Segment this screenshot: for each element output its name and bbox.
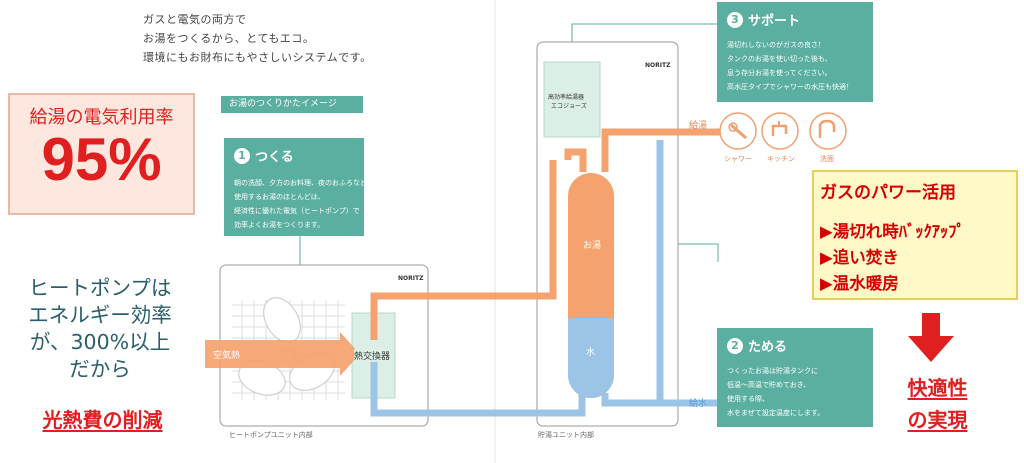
rate-label: 給湯の電気利用率: [29, 107, 174, 128]
step3-title: 3 サポート: [727, 10, 800, 29]
tank-cold-water: [568, 318, 614, 398]
gas-item-backup: ▶湯切れ時ﾊﾞｯｸｱｯﾌﾟ: [820, 222, 965, 241]
fixture-label-basin: 洗面: [820, 155, 834, 163]
step3-box: 3 サポート 湯切れしないのがガスの良さ！ タンクのお湯を使い切った後も、 息う…: [717, 2, 873, 102]
heatpump-note-line-2: エネルギー効率: [28, 303, 172, 327]
hot-water-label: お湯: [583, 241, 602, 251]
tank-unit-label: 貯湯ユニット内部: [538, 431, 594, 439]
cold-water-pipes: [370, 140, 720, 417]
boiler-label-2: エコジョーズ: [551, 103, 587, 110]
step3-title-text: サポート: [748, 14, 801, 29]
fixture-label-kitchen: キッチン: [767, 155, 795, 163]
supply-label: 給湯: [689, 121, 708, 131]
comfort-text: 快適性 の実現: [880, 372, 995, 436]
gas-power-box: ガスのパワー活用 ▶湯切れ時ﾊﾞｯｸｱｯﾌﾟ ▶追い焚き ▶温水暖房: [812, 170, 1018, 300]
step3-number: 3: [727, 11, 743, 28]
boiler-label-1: 高効率給湯器: [548, 94, 585, 101]
step3-body-1: 湯切れしないのがガスの良さ！: [727, 41, 825, 49]
step2-body-1: つくったお湯は貯湯タンクに: [727, 367, 818, 375]
intro-line-3: 環境にもお財布にもやさしいシステムです。: [143, 51, 372, 64]
step1-body-4: 効率よくお湯をつくります。: [234, 221, 325, 229]
electric-rate-box: 給湯の電気利用率 95%: [8, 93, 195, 215]
brand-logo-tank: NORITZ: [645, 62, 671, 69]
step1-title-text: つくる: [255, 150, 294, 165]
faucet-icon: [761, 112, 799, 150]
brand-logo-heatpump: NORITZ: [398, 275, 424, 282]
step1-number: 1: [234, 147, 250, 164]
step1-body-3: 経済性に優れた電気（ヒートポンプ）で: [234, 207, 360, 215]
heatpump-unit-label: ヒートポンプユニット内部: [229, 431, 313, 439]
comfort-line-2: の実現: [907, 408, 968, 432]
step3-body-2: タンクのお湯を使い切った後も、: [727, 55, 832, 63]
step1-body-2: 使用するお湯のほとんどは、: [234, 193, 325, 201]
step2-body-4: 水をまぜて設定温度にします。: [727, 409, 825, 417]
air-heat-arrow: [205, 332, 360, 376]
rate-value: 95%: [41, 126, 162, 193]
comfort-line-1: 快適性: [907, 376, 968, 400]
step2-title-text: ためる: [748, 340, 788, 355]
step2-box: 2 ためる つくったお湯は貯湯タンクに 低温〜高温で貯めておき、 使用する際、 …: [717, 328, 873, 427]
step2-body-2: 低温〜高温で貯めておき、: [727, 381, 811, 389]
gas-item-heating: ▶温水暖房: [820, 274, 899, 293]
heatpump-note-line-4: だから: [69, 357, 131, 381]
heat-exchanger-label: 熱交換器: [354, 349, 391, 362]
cost-reduction-text: 光熱費の削減: [42, 408, 163, 432]
step2-body-3: 使用する際、: [727, 395, 769, 403]
intro-text: ガスと電気の両方で お湯をつくるから、とてもエコ。 環境にもお財布にもやさしいシ…: [143, 10, 372, 67]
heatpump-note-line-3: が、300%以上: [29, 330, 171, 354]
heatpump-note-line-1: ヒートポンプは: [28, 276, 172, 300]
air-heat-label: 空気熱: [213, 351, 241, 361]
step1-box: 1 つくる 朝の洗顔、夕方のお料理、夜のおふろなど、 使用するお湯のほとんどは、…: [224, 138, 374, 236]
hot-water-pipes: [370, 128, 720, 340]
step3-body-4: 高水圧タイプでシャワーの水圧も快適！: [727, 83, 853, 91]
fixture-label-shower: シャワー: [724, 155, 752, 163]
heatpump-note: ヒートポンプは エネルギー効率 が、300%以上 だから: [0, 275, 200, 383]
step1-title: 1 つくる: [234, 146, 294, 165]
basin-icon: [809, 112, 847, 150]
shower-icon: [719, 112, 757, 150]
water-label: 水: [586, 348, 596, 358]
down-arrow-icon: [908, 313, 954, 362]
inlet-label: 給水: [689, 399, 708, 409]
step2-title: 2 ためる: [727, 336, 787, 355]
intro-line-1: ガスと電気の両方で: [143, 13, 247, 26]
step1-body-1: 朝の洗顔、夕方のお料理、夜のおふろなど、: [234, 179, 374, 187]
step2-number: 2: [727, 337, 743, 354]
intro-line-2: お湯をつくるから、とてもエコ。: [143, 32, 315, 45]
step3-body-3: 息う存分お湯を使ってください。: [727, 69, 832, 77]
image-badge: お湯のつくりかたイメージ: [221, 96, 363, 113]
gas-title: ガスのパワー活用: [820, 183, 956, 203]
gas-item-reheat: ▶追い焚き: [820, 248, 899, 267]
boiler-box: [543, 61, 601, 138]
